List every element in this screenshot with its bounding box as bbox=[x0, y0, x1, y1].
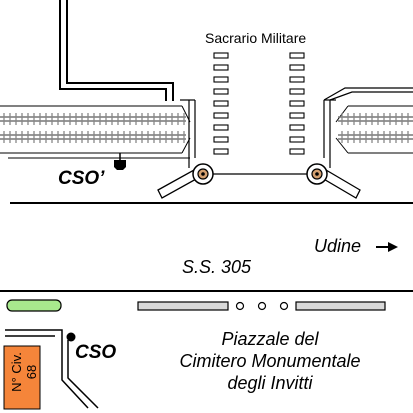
memorial-step bbox=[289, 112, 305, 119]
memorial-steps-right bbox=[289, 52, 305, 155]
tram-track-left bbox=[0, 105, 191, 159]
direction-label: Udine bbox=[314, 236, 362, 256]
memorial-step bbox=[213, 52, 229, 59]
memorial-step bbox=[289, 52, 305, 59]
memorial-step bbox=[289, 64, 305, 71]
tram-switch-right bbox=[306, 163, 361, 199]
memorial-step bbox=[289, 148, 305, 155]
memorial-step bbox=[213, 76, 229, 83]
piazzale-line-2: Cimitero Monumentale bbox=[179, 351, 361, 371]
boundary-lines bbox=[59, 0, 174, 101]
memorial-step bbox=[289, 76, 305, 83]
tram-track-right bbox=[335, 105, 413, 154]
memorial-step bbox=[213, 112, 229, 119]
memorial-step bbox=[213, 88, 229, 95]
bus-stop-marker-upper bbox=[114, 153, 126, 170]
memorial-step bbox=[213, 148, 229, 155]
memorial-step bbox=[213, 124, 229, 131]
piazzale-label: Piazzale del Cimitero Monumentale degli … bbox=[150, 328, 390, 394]
memorial-step bbox=[289, 100, 305, 107]
bus-stop-marker-lower bbox=[66, 332, 76, 342]
map-title: Sacrario Militare bbox=[205, 30, 307, 46]
sidewalk-platforms bbox=[137, 301, 386, 311]
memorial-step bbox=[213, 136, 229, 143]
building-block bbox=[3, 345, 41, 410]
stop-label-lower: CSO bbox=[75, 342, 117, 363]
memorial-step bbox=[213, 100, 229, 107]
piazzale-line-1: Piazzale del bbox=[221, 329, 319, 349]
road-label: S.S. 305 bbox=[182, 257, 252, 277]
civic-number-line-1: N° Civ. bbox=[9, 352, 24, 392]
stop-label-upper: CSO’ bbox=[58, 168, 105, 189]
green-marker bbox=[6, 299, 62, 312]
memorial-step bbox=[289, 88, 305, 95]
arrow-right-icon bbox=[376, 242, 398, 252]
tram-switch-left bbox=[157, 163, 214, 199]
side-street bbox=[5, 329, 99, 409]
memorial-step bbox=[289, 124, 305, 131]
piazzale-line-3: degli Invitti bbox=[227, 373, 313, 393]
civic-number-line-2: 68 bbox=[24, 364, 39, 380]
platform-curbs bbox=[180, 87, 413, 168]
memorial-step bbox=[289, 136, 305, 143]
memorial-steps-left bbox=[213, 52, 229, 155]
memorial-step bbox=[213, 64, 229, 71]
